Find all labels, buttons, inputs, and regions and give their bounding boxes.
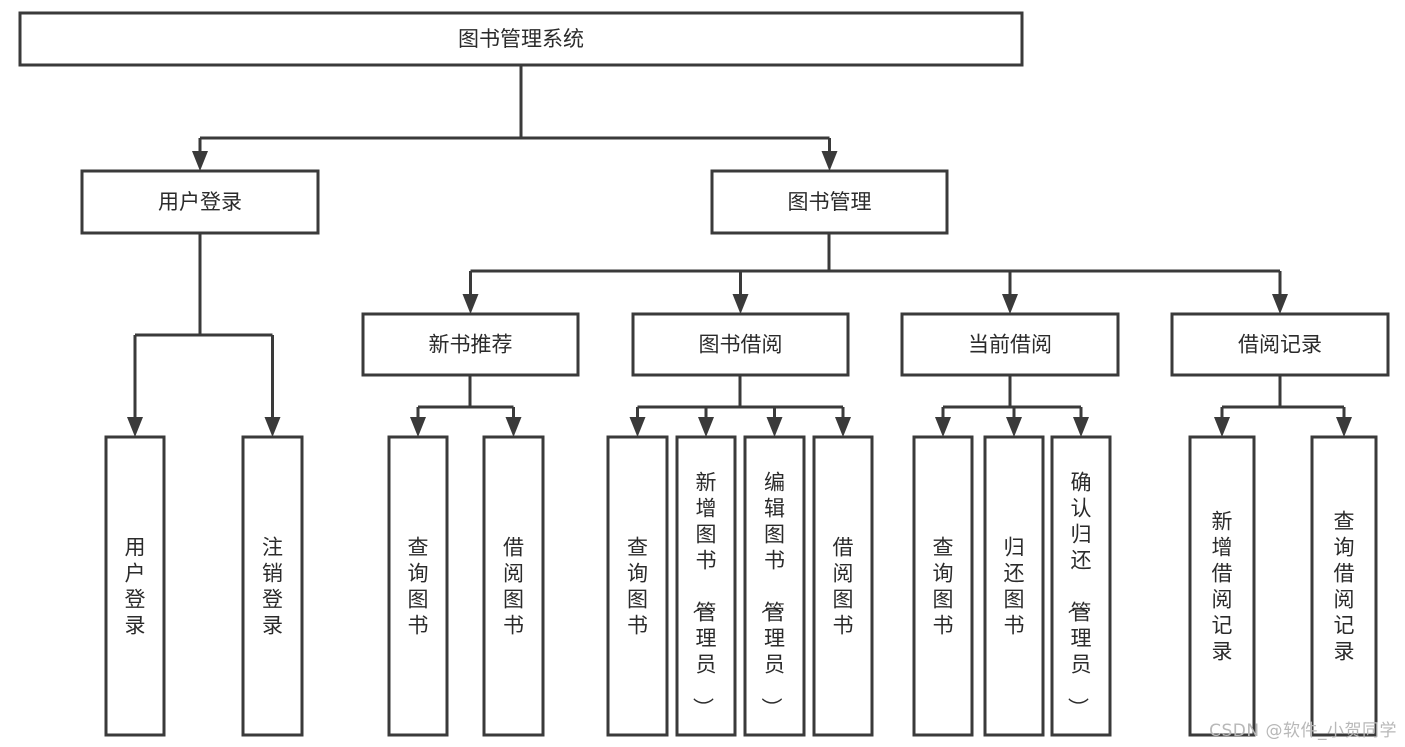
node-box[interactable] [675,435,737,737]
connector-group [462,233,1288,314]
node-label: 查询图书 [408,535,429,637]
node-label: 归还图书 [1004,535,1025,637]
connector-group [192,65,838,171]
node-leaf-query-book-2[interactable]: 查询图书 [606,435,669,737]
connector-group [629,375,851,437]
arrow-head-icon [835,417,851,437]
arrow-head-icon [462,294,479,314]
node-label: 查询图书 [933,535,954,637]
node-leaf-user-logout[interactable]: 注销登录 [241,435,304,737]
node-box[interactable] [241,435,304,737]
node-box[interactable] [710,169,949,235]
node-layer: 图书管理系统用户登录图书管理新书推荐图书借阅当前借阅借阅记录用户登录注销登录查询… [18,11,1390,737]
node-current-borrow[interactable]: 当前借阅 [900,312,1120,377]
node-label: 图书借阅 [699,333,783,357]
arrow-head-icon [766,417,783,437]
arrow-head-icon [698,417,714,437]
node-leaf-confirm-return[interactable]: 确认归还（管理员） [1050,435,1112,737]
arrow-head-icon [821,151,838,171]
arrow-head-icon [264,417,281,437]
arrow-head-icon [192,151,208,171]
connector-group [410,375,522,437]
node-leaf-query-book-1[interactable]: 查询图书 [387,435,449,737]
node-leaf-edit-book[interactable]: 编辑图书（管理员） [743,435,806,737]
csdn-watermark: CSDN @软件_小贺同学 [1209,721,1397,741]
node-box[interactable] [1170,312,1390,377]
node-leaf-query-book-3[interactable]: 查询图书 [912,435,974,737]
node-box[interactable] [482,435,545,737]
node-box[interactable] [1050,435,1112,737]
node-label: 借阅图书 [503,535,524,637]
arrow-head-icon [505,417,522,437]
node-label: 当前借阅 [968,333,1052,357]
arrow-head-icon [127,417,143,437]
connector-group [127,233,281,437]
node-leaf-borrow-book-1[interactable]: 借阅图书 [482,435,545,737]
node-leaf-add-record[interactable]: 新增借阅记录 [1188,435,1256,737]
node-label: 查询图书 [627,535,648,637]
node-new-book-rec[interactable]: 新书推荐 [361,312,580,377]
node-label: 新增图书（管理员） [691,470,717,718]
node-box[interactable] [812,435,874,737]
node-leaf-return-book[interactable]: 归还图书 [983,435,1045,737]
node-box[interactable] [900,312,1120,377]
node-book-manage[interactable]: 图书管理 [710,169,949,235]
node-leaf-user-login[interactable]: 用户登录 [104,435,166,737]
connector-group [1214,375,1352,437]
node-box[interactable] [983,435,1045,737]
node-label: 图书管理 [788,190,872,214]
node-user-login[interactable]: 用户登录 [80,169,320,235]
node-root-book-management-system[interactable]: 图书管理系统 [18,11,1024,67]
node-label: 图书管理系统 [458,27,584,51]
node-book-borrow[interactable]: 图书借阅 [631,312,850,377]
node-box[interactable] [912,435,974,737]
node-label: 新增借阅记录 [1212,509,1233,663]
node-label: 查询借阅记录 [1334,509,1355,663]
node-box[interactable] [387,435,449,737]
node-label: 借阅图书 [833,535,854,637]
connector-group [935,375,1089,437]
node-box[interactable] [606,435,669,737]
node-box[interactable] [1188,435,1256,737]
node-box[interactable] [80,169,320,235]
node-leaf-query-record[interactable]: 查询借阅记录 [1310,435,1378,737]
node-label: 用户登录 [125,535,146,637]
arrow-head-icon [1214,417,1230,437]
node-label: 用户登录 [158,190,242,214]
node-leaf-borrow-book-2[interactable]: 借阅图书 [812,435,874,737]
node-box[interactable] [104,435,166,737]
node-borrow-record[interactable]: 借阅记录 [1170,312,1390,377]
arrow-head-icon [935,417,951,437]
node-label: 新书推荐 [429,333,513,357]
arrow-head-icon [1073,417,1089,437]
arrow-head-icon [1002,294,1018,314]
node-box[interactable] [18,11,1024,67]
node-label: 编辑图书（管理员） [759,470,785,718]
arrow-head-icon [629,417,646,437]
arrow-head-icon [732,294,749,314]
node-label: 借阅记录 [1238,333,1322,357]
arrow-head-icon [1272,294,1288,314]
node-box[interactable] [361,312,580,377]
arrow-head-icon [410,417,426,437]
node-label: 确认归还（管理员） [1066,470,1092,718]
node-box[interactable] [1310,435,1378,737]
node-box[interactable] [743,435,806,737]
arrow-head-icon [1336,417,1352,437]
arrow-head-icon [1006,417,1022,437]
node-label: 注销登录 [262,535,283,637]
node-leaf-add-book[interactable]: 新增图书（管理员） [675,435,737,737]
node-box[interactable] [631,312,850,377]
connector-layer [127,65,1352,437]
